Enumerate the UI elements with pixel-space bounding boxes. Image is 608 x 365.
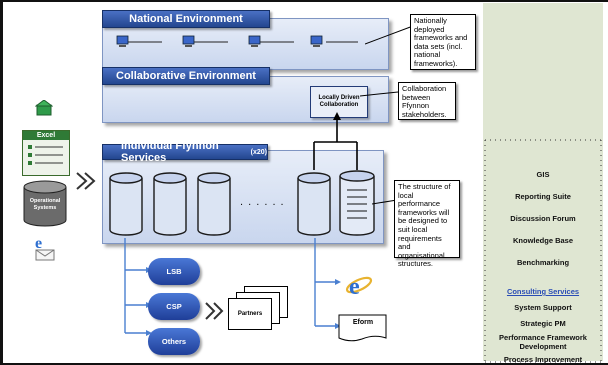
- sidebar-item-reporting-suite[interactable]: Reporting Suite: [515, 192, 571, 201]
- eform-label: Eform: [352, 319, 374, 326]
- individual-services-count: (x20): [250, 148, 267, 156]
- national-callout: Nationally deployed frameworks and data …: [410, 14, 476, 70]
- email-ie-icon: e: [35, 235, 55, 261]
- individual-services-title: Individual Ffynnon Services (x20): [102, 140, 268, 164]
- svg-text:e: e: [35, 235, 42, 252]
- operational-systems-label: Operational Systems: [29, 198, 61, 211]
- sidebar-item-performance-framework-development[interactable]: Performance Framework Development: [499, 333, 587, 351]
- svg-text:e: e: [349, 274, 360, 300]
- computer-node-icon: [182, 35, 195, 47]
- frame-top-border: [0, 0, 608, 2]
- national-callout-pointer: [365, 25, 414, 45]
- national-environment-title: National Environment: [102, 10, 270, 28]
- sidebar-item-gis[interactable]: GIS: [536, 170, 550, 179]
- computer-node-icon: [310, 35, 323, 47]
- excel-label: Excel: [23, 131, 69, 140]
- individual-services-title-text: Individual Ffynnon Services: [121, 140, 219, 164]
- partners-box: Partners: [228, 298, 272, 330]
- individual-callout: The structure of local performance frame…: [394, 180, 460, 268]
- others-pill: Others: [148, 328, 200, 355]
- sidebar-item-consulting-services-wrapper[interactable]: Consulting Services: [483, 287, 603, 296]
- locally-driven-collaboration-box: Locally Driven Collaboration: [310, 86, 368, 118]
- sidebar-item-system-support[interactable]: System Support: [514, 303, 572, 312]
- service-connector-lines: [124, 238, 341, 336]
- database-cylinder-icon: [153, 172, 187, 236]
- sidebar-item-knowledge-base[interactable]: Knowledge Base: [512, 236, 573, 245]
- collaboration-connector-lines: [313, 112, 358, 170]
- collaborative-environment-title: Collaborative Environment: [102, 67, 270, 85]
- lsb-pill: LSB: [148, 258, 200, 285]
- individual-services-panel: [102, 150, 384, 244]
- database-cylinder-lined-icon: [339, 170, 375, 236]
- house-icon: [35, 100, 53, 116]
- sidebar-item-strategic-pm[interactable]: Strategic PM: [520, 319, 566, 328]
- csp-pill: CSP: [148, 293, 200, 320]
- collaborative-callout-pointer: [360, 91, 399, 97]
- database-cylinder-icon: [109, 172, 143, 236]
- sidebar-item-benchmarking[interactable]: Benchmarking: [516, 258, 570, 267]
- database-cylinder-icon: [297, 172, 331, 236]
- excel-document-icon: Excel: [22, 130, 70, 176]
- internet-explorer-icon: e: [345, 274, 373, 300]
- eform-document-icon: [338, 314, 387, 342]
- frame-bottom-border: [0, 363, 608, 365]
- operational-systems-cylinder-icon: [23, 180, 67, 227]
- frame-left-border: [0, 0, 3, 365]
- sidebar-item-consulting-services[interactable]: Consulting Services: [506, 287, 580, 296]
- double-arrow-right-icon: [76, 172, 96, 190]
- sidebar-item-discussion-forum[interactable]: Discussion Forum: [510, 214, 576, 223]
- ellipsis-more-databases: . . . . . .: [240, 196, 285, 208]
- individual-callout-pointer: [372, 199, 398, 205]
- double-arrow-right-icon: [205, 302, 224, 320]
- database-cylinder-icon: [197, 172, 231, 236]
- national-network-line: [128, 41, 358, 43]
- sidebar-item-process-improvement[interactable]: Process Improvement: [503, 355, 583, 364]
- sidebar-dotted-border: [484, 139, 602, 363]
- spreadsheet-lines: [28, 145, 63, 165]
- computer-node-icon: [116, 35, 129, 47]
- collaborative-callout: Collaboration between Ffynnon stakeholde…: [398, 82, 456, 120]
- services-sidebar: [483, 3, 603, 361]
- computer-node-icon: [248, 35, 261, 47]
